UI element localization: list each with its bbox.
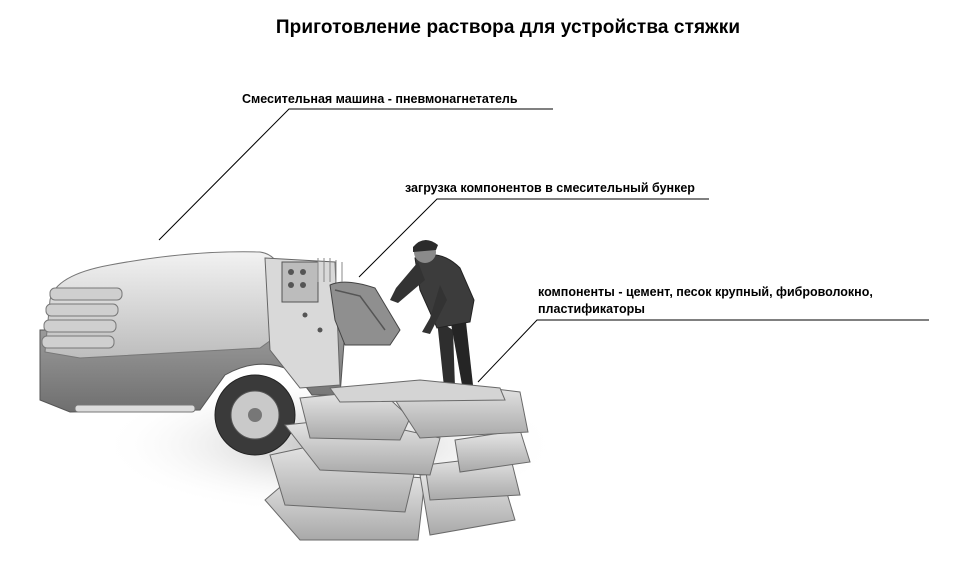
leader-line-machine	[158, 108, 553, 241]
leader-lines	[158, 108, 929, 383]
worker-drawing	[390, 239, 475, 387]
diagram-title: Приготовление раствора для устройства ст…	[275, 17, 741, 38]
label-components-line1: компоненты - цемент, песок крупный, фибр…	[538, 285, 873, 299]
mixing-hopper	[329, 281, 401, 346]
label-mixing-machine: Смесительная машина - пневмонагнетатель	[242, 92, 518, 106]
label-components-line2: пластификаторы	[538, 302, 645, 316]
machine-step	[74, 404, 196, 413]
label-loading-hopper: загрузка компонентов в смесительный бунк…	[405, 181, 695, 195]
cement-bags-drawing	[264, 379, 531, 541]
mixing-machine-drawing	[39, 251, 401, 456]
control-knobs	[288, 269, 323, 333]
leader-line-components	[477, 319, 929, 383]
label-components: компоненты - цемент, песок крупный, фибр…	[538, 284, 873, 318]
control-panel	[281, 261, 319, 303]
leader-line-loading	[358, 198, 709, 278]
machine-grille	[41, 287, 123, 349]
